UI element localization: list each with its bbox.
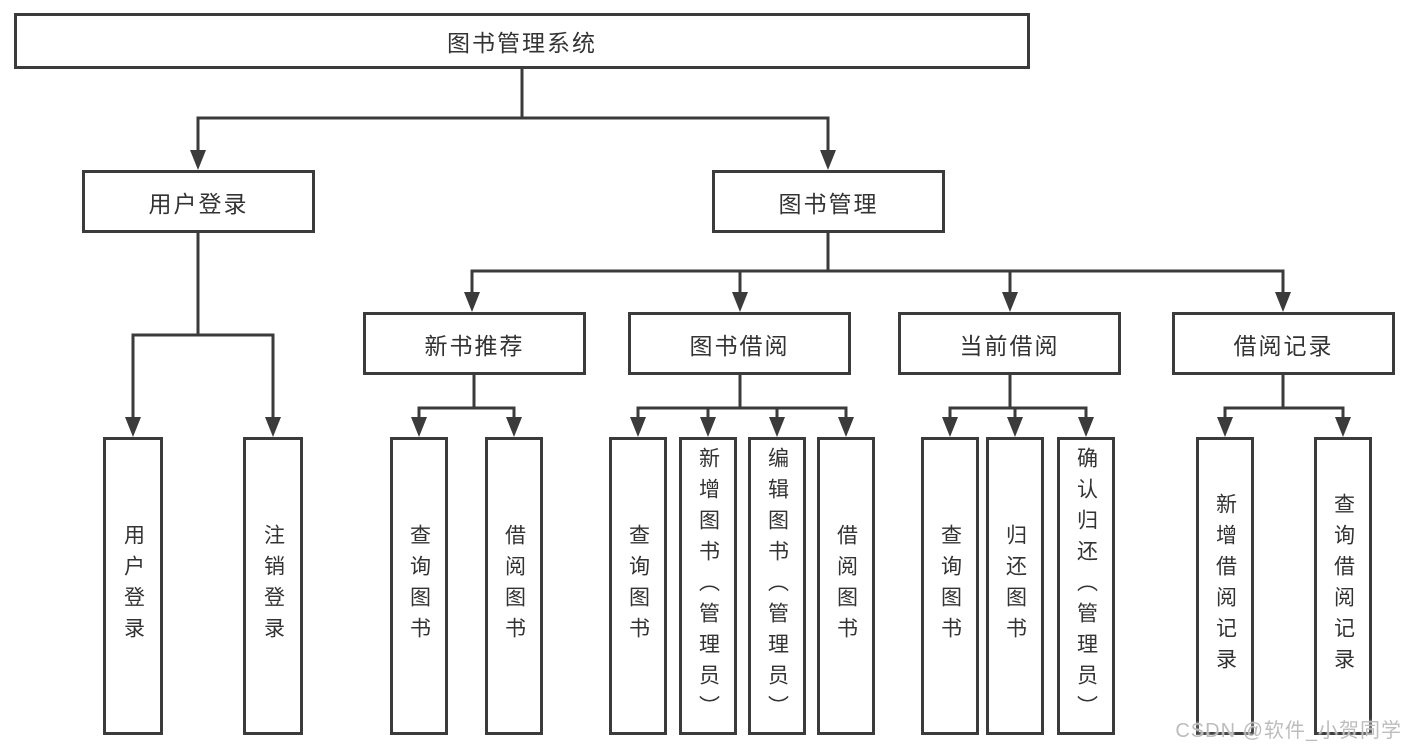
leaf-query-books-current: 查询图书 xyxy=(921,437,979,735)
leaf-return-books: 归还图书 xyxy=(986,437,1044,735)
leaf-confirm-return-admin: 确认归还（管理员） xyxy=(1057,437,1115,735)
node-new-book-recommend: 新书推荐 xyxy=(363,312,586,375)
node-user-login: 用户登录 xyxy=(82,170,315,233)
leaf-query-borrow-record: 查询借阅记录 xyxy=(1314,437,1372,735)
node-borrow-records: 借阅记录 xyxy=(1172,312,1395,375)
leaf-borrow-books: 借阅图书 xyxy=(817,437,875,735)
node-book-management: 图书管理 xyxy=(712,170,945,233)
node-current-borrow: 当前借阅 xyxy=(898,312,1121,375)
leaf-add-books-admin: 新增图书（管理员） xyxy=(679,437,737,735)
watermark: CSDN @软件_小贺同学 xyxy=(1175,720,1402,742)
leaf-query-books-borrow: 查询图书 xyxy=(609,437,667,735)
leaf-borrow-books-recommend: 借阅图书 xyxy=(485,437,543,735)
leaf-edit-books-admin: 编辑图书（管理员） xyxy=(748,437,806,735)
leaf-add-borrow-record: 新增借阅记录 xyxy=(1196,437,1254,735)
leaf-query-books-recommend: 查询图书 xyxy=(390,437,448,735)
node-book-borrow: 图书借阅 xyxy=(628,312,851,375)
leaf-user-login: 用户登录 xyxy=(103,437,163,735)
node-library-system: 图书管理系统 xyxy=(14,13,1030,69)
leaf-logout: 注销登录 xyxy=(243,437,303,735)
